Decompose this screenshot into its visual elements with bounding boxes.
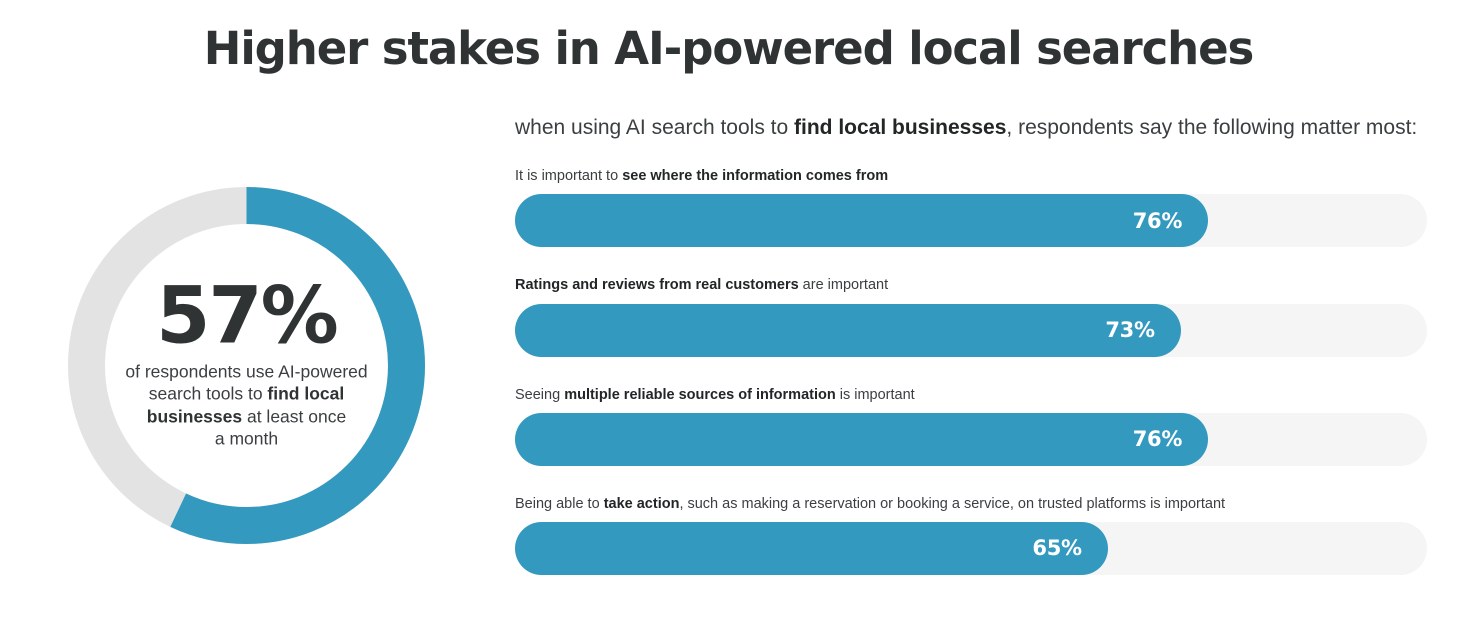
bar-value: 76% <box>1132 208 1183 233</box>
intro-bold: find local businesses <box>794 116 1007 139</box>
intro-before-bold: when using AI search tools to <box>515 116 794 139</box>
bar-label: Being able to take action, such as makin… <box>515 495 1427 513</box>
bar-fill: 76% <box>515 412 1209 466</box>
bar-fill: 65% <box>515 521 1108 575</box>
bar-track: 73% <box>515 303 1427 357</box>
bar-label-bold: multiple reliable sources of information <box>564 386 836 403</box>
donut-caption-line4: a month <box>214 428 279 449</box>
donut-caption-line2-plain: search tools to <box>148 384 268 405</box>
bar-group: It is important to see where the informa… <box>515 167 1427 248</box>
bar-track: 76% <box>515 194 1427 248</box>
bar-label: Ratings and reviews from real customers … <box>515 276 1427 294</box>
donut-caption-line3-bold: businesses <box>146 406 243 427</box>
bar-fill: 76% <box>515 194 1209 248</box>
bar-label-after: , such as making a reservation or bookin… <box>679 495 1226 512</box>
donut-chart: 57% of respondents use AI-powered search… <box>68 187 425 544</box>
bar-label-before: Seeing <box>515 386 565 403</box>
donut-caption-line1: of respondents use AI-powered <box>125 361 368 382</box>
intro-text: when using AI search tools to find local… <box>515 114 1427 141</box>
bar-group: Seeing multiple reliable sources of info… <box>515 386 1427 466</box>
bar-track: 76% <box>515 412 1427 466</box>
bar-label: Seeing multiple reliable sources of info… <box>515 386 1427 404</box>
bar-label-before: It is important to <box>515 168 623 185</box>
bar-group: Ratings and reviews from real customers … <box>515 276 1427 357</box>
bar-label-after: are important <box>798 277 889 294</box>
bar-track: 65% <box>515 521 1427 575</box>
bars-panel: when using AI search tools to find local… <box>515 114 1427 575</box>
bar-group: Being able to take action, such as makin… <box>515 495 1427 575</box>
bar-label-before: Being able to <box>515 495 604 512</box>
bar-label-after: is important <box>835 386 915 403</box>
donut-value: 57% <box>156 271 339 362</box>
bar-label-bold: see where the information comes from <box>622 168 889 185</box>
page-title: Higher stakes in AI-powered local search… <box>203 22 1255 75</box>
donut-caption-line3-plain: at least once <box>242 406 347 427</box>
bar-label-bold: take action <box>603 495 680 512</box>
bar-label-bold: Ratings and reviews from real customers <box>515 277 799 294</box>
bar-value: 65% <box>1032 536 1082 561</box>
intro-after-bold: , respondents say the following matter m… <box>1006 116 1418 139</box>
bar-label: It is important to see where the informa… <box>515 167 1427 185</box>
donut-center-content: 57% of respondents use AI-powered search… <box>104 271 390 450</box>
donut-value-arc <box>68 187 425 544</box>
bar-value: 76% <box>1132 427 1183 452</box>
donut-chart-svg <box>68 187 425 544</box>
donut-caption: of respondents use AI-powered search too… <box>104 361 390 450</box>
bar-fill: 73% <box>515 303 1181 357</box>
bar-value: 73% <box>1105 318 1155 343</box>
donut-caption-line2-bold: find local <box>267 384 345 405</box>
